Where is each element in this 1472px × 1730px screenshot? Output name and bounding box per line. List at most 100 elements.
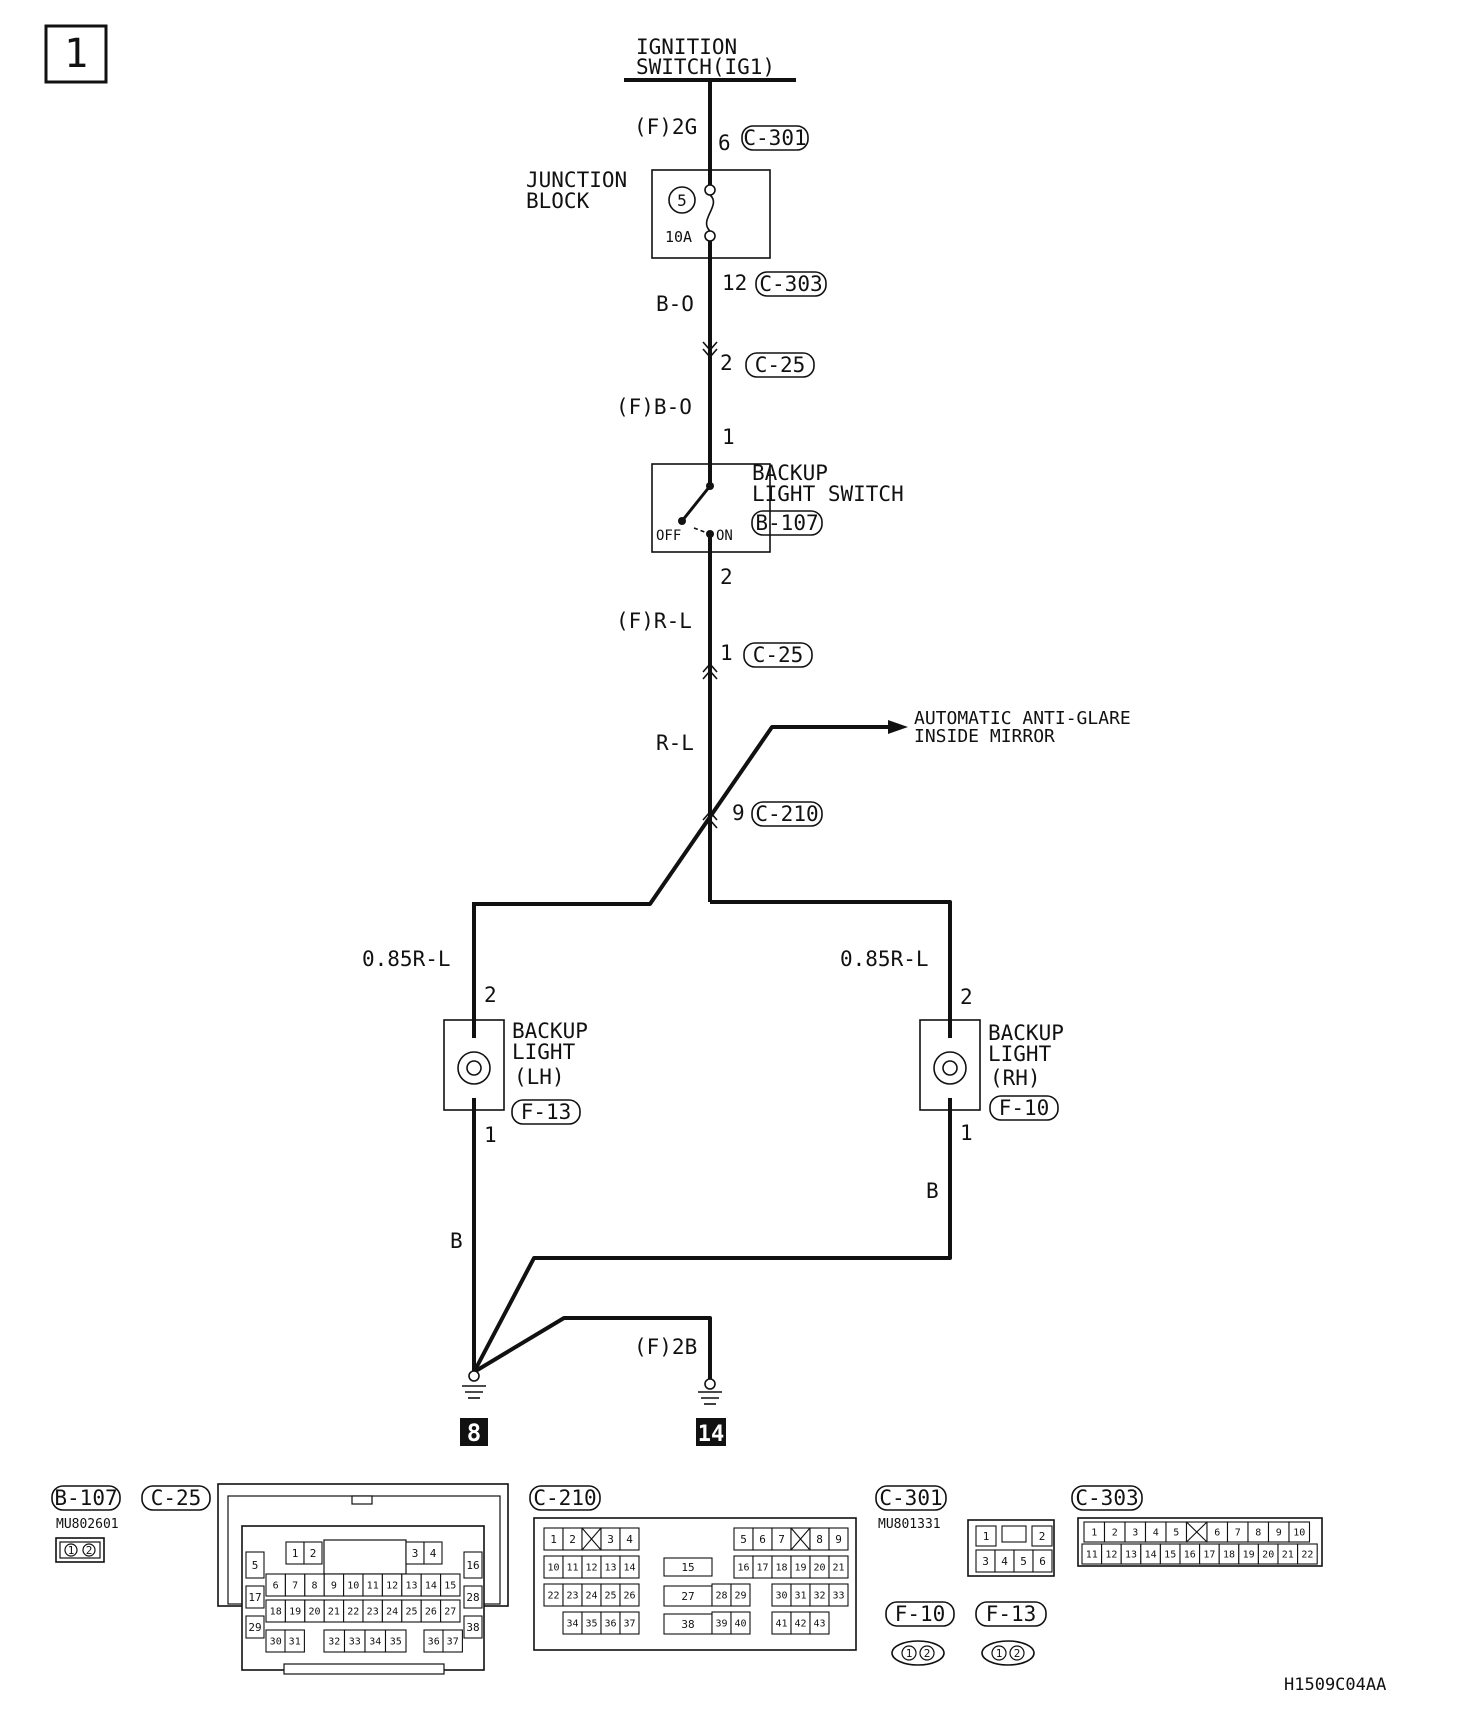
wire-label-r-l: R-L [656,731,694,755]
connector-pin-number: 9 [331,1581,337,1592]
connector-pin-number: 15 [444,1581,456,1592]
connector-pin-number: 4 [1001,1555,1008,1568]
connector-pin [245,1615,265,1639]
connector-tag-c301 [741,125,809,151]
connector-pin-number: 13 [1125,1550,1137,1561]
connector-pin-number: 13 [405,1581,417,1592]
connector-pin-number: 10 [1293,1528,1305,1539]
connector-pin-number: 3 [1132,1528,1138,1539]
connector-pin-number: 32 [813,1591,825,1602]
connector-view-c301-tag: C-301 [879,1486,942,1510]
connector-pin-number: 6 [273,1581,279,1592]
pin-switch-out: 2 [720,565,733,589]
connector-pin-number: 8 [311,1581,317,1592]
connector-pin [619,1555,640,1579]
connector-view-c210-tag: C-210 [533,1486,596,1510]
connector-pin-number: 10 [547,1563,559,1574]
wire-label-f-2g: (F)2G [634,115,697,139]
connector-marker-c210 [702,810,718,829]
connector-pin-number: 41 [775,1619,787,1630]
connector-pin-number: 37 [623,1619,635,1630]
connector-pin-number: 2 [1039,1530,1046,1543]
connector-pin-number: 33 [832,1591,844,1602]
connector-pin-number: 28 [466,1591,479,1604]
svg-text:1: 1 [906,1647,913,1660]
pin-rh-bottom: 1 [960,1121,973,1145]
connector-pin-blank [1186,1521,1208,1543]
wire-label-rh-ground: B [926,1179,939,1203]
connector-pin-number: 1 [1091,1528,1097,1539]
connector-pin [384,1629,407,1653]
junction-block-label-1: JUNCTION [526,168,627,192]
connector-tag-f13-text: F-13 [521,1100,572,1124]
lamp-rh-label-3: (RH) [990,1066,1041,1090]
connector-pin-number: 11 [367,1581,379,1592]
connector-pin [809,1611,830,1635]
wire-label-f-r-l: (F)R-L [616,609,692,633]
connector-pin [975,1525,997,1547]
connector-pin-number: 4 [626,1533,633,1546]
connector-pin [245,1585,265,1609]
pin-lh-bottom: 1 [484,1123,497,1147]
connector-pin-number: 8 [1255,1528,1261,1539]
connector-pin-number: 27 [444,1607,456,1618]
connector-pin-number: 36 [604,1619,616,1630]
connector-pin [1297,1543,1318,1565]
wire-label-b-o: B-O [656,292,694,316]
connector-pin-number: 25 [604,1591,616,1602]
connector-pin-number: 42 [794,1619,806,1630]
junction-block-label-2: BLOCK [526,189,590,213]
svg-text:2: 2 [1014,1647,1021,1660]
connector-pin-number: 20 [1262,1550,1274,1561]
connector-pin [663,1557,713,1577]
connector-tag-c210-text: C-210 [755,802,818,826]
connector-pin-number: 20 [308,1607,320,1618]
connector-pin-number: 19 [289,1607,301,1618]
connector-pin-number: 1 [292,1547,299,1560]
pin-c25-top: 2 [720,351,733,375]
connector-pin-number: 16 [737,1563,749,1574]
connector-tag-c303 [755,271,827,297]
connector-view-b107-tag: B-107 [54,1486,117,1510]
connector-pin-number: 19 [1243,1550,1255,1561]
connector-pin-number: 12 [585,1563,597,1574]
backup-switch-label-2: LIGHT SWITCH [752,482,904,506]
connector-tag-c25-b-text: C-25 [753,643,804,667]
rh-supply-wire [710,900,952,1020]
connector-pin [730,1611,751,1635]
ground-point-14-box [696,1418,726,1446]
connector-pin-number: 20 [813,1563,825,1574]
fuse-terminal-bottom [704,230,716,242]
connector-view-f10: F-10 1 2 [885,1601,955,1666]
switch-off-text: OFF [656,528,681,544]
connector-pin-number: 4 [1153,1528,1159,1539]
connector-pin [440,1599,461,1623]
power-source-line1: IGNITION [636,35,737,59]
connector-pin-number: 16 [1184,1550,1196,1561]
connector-pin [463,1551,483,1579]
figure-code: H1509C04AA [1284,1675,1386,1695]
connector-pin-number: 15 [681,1561,694,1574]
fuse-terminal-top [704,184,716,196]
branch-label-1: AUTOMATIC ANTI-GLARE [914,708,1131,729]
connector-pin-number: 12 [1105,1550,1117,1561]
connector-pin-number: 14 [425,1581,437,1592]
connector-pin-number: 18 [270,1607,282,1618]
connector-tag-c25-b [743,642,813,668]
ground-point-8: 8 [467,1419,481,1447]
connector-pin-number: 35 [585,1619,597,1630]
connector-pin-number: 1 [983,1530,990,1543]
pin-lh-top: 2 [484,983,497,1007]
connector-pin [619,1611,640,1635]
connector-pin-number: 23 [566,1591,578,1602]
connector-pin [1031,1525,1053,1547]
power-source-line2: SWITCH(IG1) [636,55,775,79]
lamp-lh-bulb-inner [466,1060,482,1076]
connector-pin-number: 4 [430,1547,437,1560]
connector-pin [1001,1525,1027,1543]
connector-pin [440,1573,461,1597]
connector-pin-number: 24 [585,1591,597,1602]
